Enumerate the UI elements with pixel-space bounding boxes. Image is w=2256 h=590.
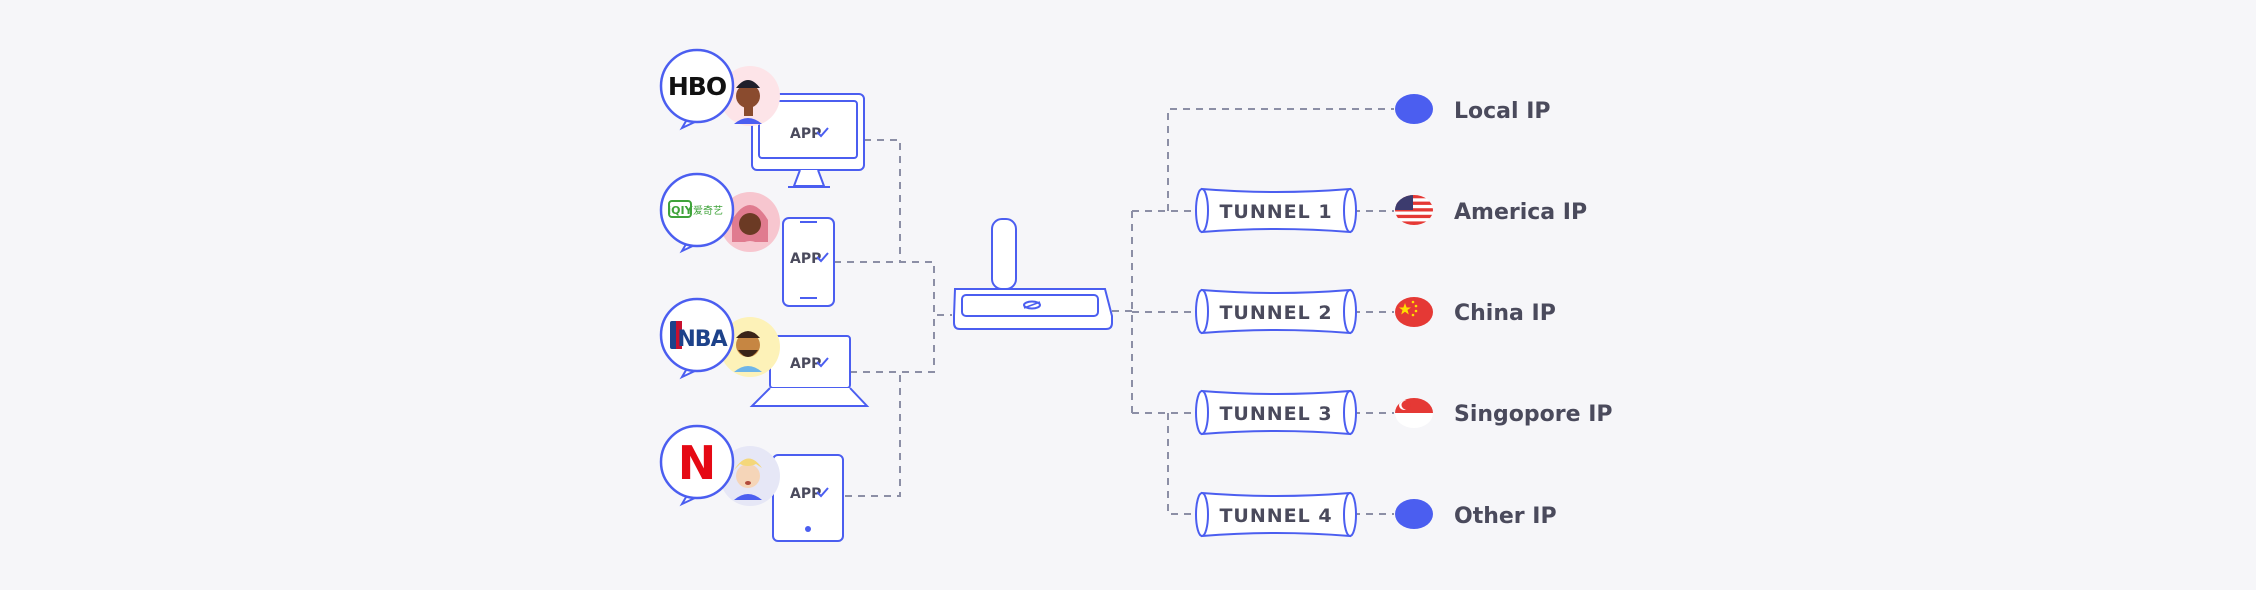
laptop-app-label: APP [790, 356, 821, 372]
us-flag-icon [1395, 195, 1433, 225]
china-ip-label: China IP [1454, 301, 1556, 326]
tablet-home-dot [805, 526, 811, 532]
iqiyi-logo-icon: iQIY 爱奇艺 [667, 200, 723, 218]
tunnel-1: TUNNEL 1 [1195, 187, 1357, 234]
phone-icon [782, 217, 835, 307]
phone-app-label: APP [790, 251, 821, 267]
monitor-check-icon [816, 127, 829, 138]
local-ip-label: Local IP [1454, 99, 1551, 124]
connector-tablet [845, 372, 901, 497]
avatar-4 [720, 446, 780, 506]
tunnel-2: TUNNEL 2 [1195, 288, 1357, 335]
phone-check-icon [816, 252, 829, 263]
avatar-2 [720, 192, 780, 252]
netflix-bubble: N [659, 424, 735, 507]
laptop-check-icon [816, 357, 829, 368]
connector-laptop [850, 315, 935, 373]
desktop-monitor-icon [751, 93, 865, 188]
singapore-flag-icon [1395, 398, 1433, 428]
hbo-bubble: HBO [659, 48, 735, 131]
connector-other [1167, 413, 1200, 515]
svg-text:NBA: NBA [677, 327, 727, 352]
tunnel-3-label: TUNNEL 3 [1219, 403, 1332, 425]
svg-text:爱奇艺: 爱奇艺 [693, 204, 723, 217]
tablet-app-label: APP [790, 486, 821, 502]
tunnel-1-label: TUNNEL 1 [1219, 201, 1332, 223]
svg-text:N: N [678, 436, 717, 490]
connector-lines [834, 108, 1394, 515]
svg-text:iQIY: iQIY [667, 204, 693, 217]
connector-local [1167, 108, 1394, 211]
other-ip-dot-icon [1395, 499, 1433, 529]
other-ip-label: Other IP [1454, 504, 1557, 529]
avatar-3 [720, 317, 780, 377]
svg-text:HBO: HBO [668, 72, 726, 101]
local-ip-dot-icon [1395, 94, 1433, 124]
tablet-icon [772, 454, 844, 542]
tunnel-2-label: TUNNEL 2 [1219, 302, 1332, 324]
connector-phone [834, 261, 952, 316]
nba-logo-icon: NBA [670, 321, 729, 352]
tunnel-3: TUNNEL 3 [1195, 389, 1357, 436]
hbo-logo-icon: HBO [668, 72, 727, 101]
america-ip-label: America IP [1454, 200, 1587, 225]
router-icon [953, 218, 1113, 330]
singapore-ip-label: Singopore IP [1454, 402, 1613, 427]
connector-monitor [864, 139, 901, 262]
tunnel-4: TUNNEL 4 [1195, 491, 1357, 538]
tablet-check-icon [816, 487, 829, 498]
avatar-1 [720, 66, 780, 126]
china-flag-icon [1395, 297, 1433, 327]
monitor-app-label: APP [790, 126, 821, 142]
tunnel-4-label: TUNNEL 4 [1219, 505, 1332, 527]
nba-bubble: NBA [659, 297, 735, 380]
iqiyi-bubble: iQIY 爱奇艺 [659, 172, 735, 254]
netflix-logo-icon: N [678, 436, 717, 490]
